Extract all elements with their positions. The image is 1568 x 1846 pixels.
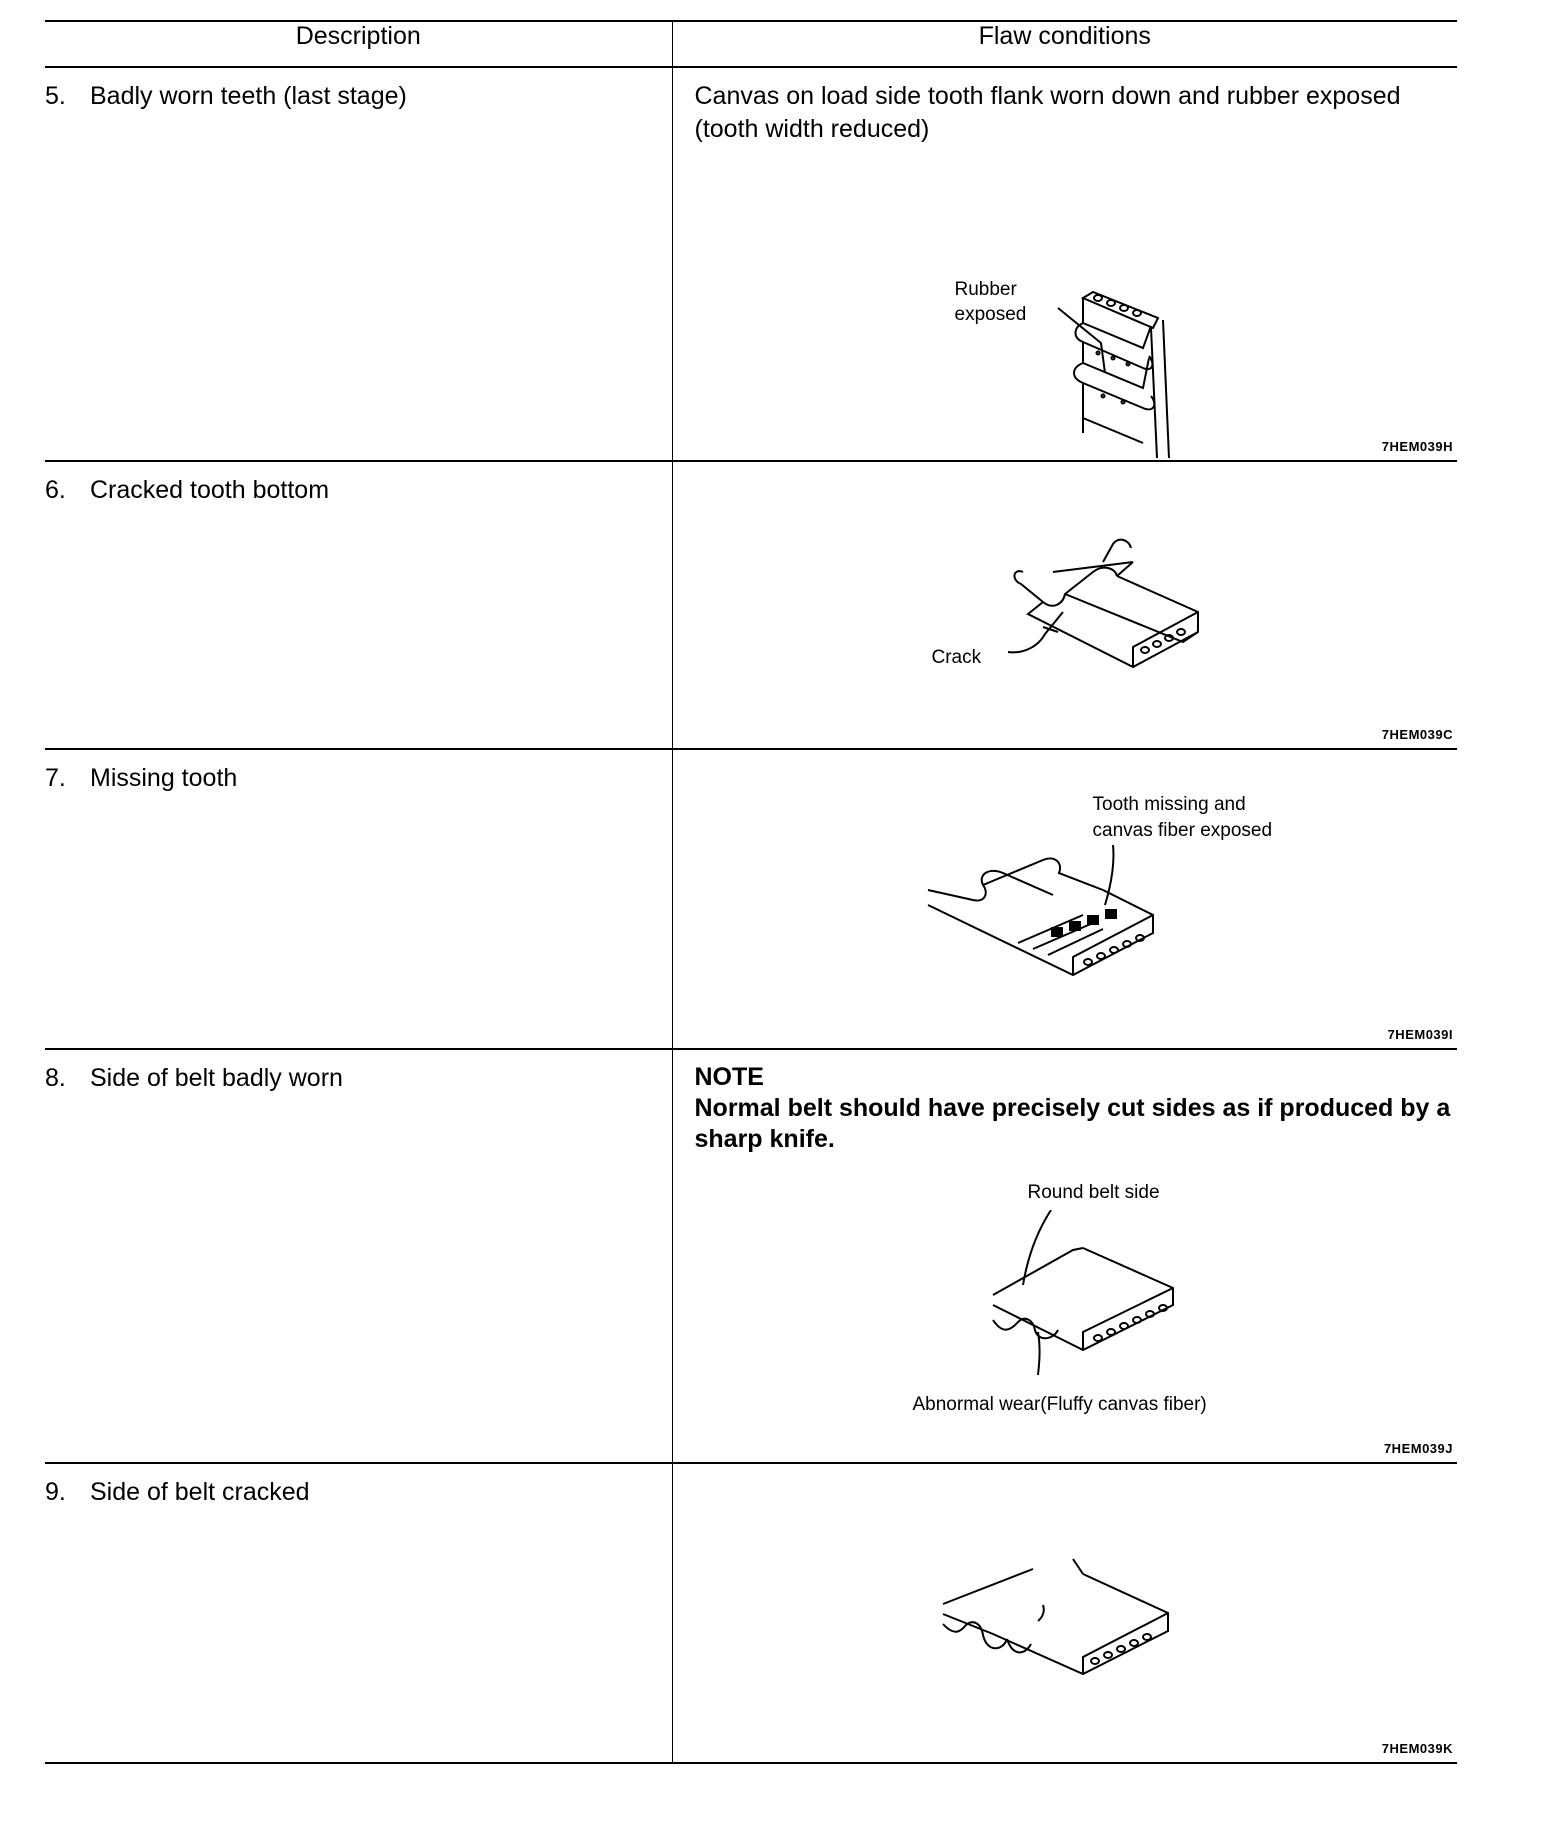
figure-code: 7HEM039C xyxy=(1381,727,1453,742)
figure-label: Rubber xyxy=(954,279,1017,300)
flaw-cell: Canvas on load side tooth flank worn dow… xyxy=(672,67,1457,461)
row-number: 7. xyxy=(45,764,66,792)
figure-label: Abnormal wear(Fluffy canvas fiber) xyxy=(912,1394,1207,1415)
figure-code: 7HEM039J xyxy=(1383,1441,1453,1456)
row-description: Cracked tooth bottom xyxy=(90,476,330,504)
header-flaw-conditions: Flaw conditions xyxy=(672,20,1457,68)
figure-label: exposed xyxy=(954,304,1027,325)
flaw-cell: Crack 7HEM039C xyxy=(672,461,1457,749)
figure-label: Tooth missing and xyxy=(1092,794,1246,815)
figure-code: 7HEM039I xyxy=(1387,1027,1453,1042)
table-row: 5. Badly worn teeth (last stage) Canvas … xyxy=(45,67,1457,461)
table-header-row: Description Flaw conditions xyxy=(45,20,1457,68)
description-cell: 8. Side of belt badly worn xyxy=(45,1049,673,1463)
row-number: 5. xyxy=(45,82,66,110)
row-description: Side of belt cracked xyxy=(90,1478,310,1506)
missing-tooth-belt-illustration-icon xyxy=(927,845,1154,977)
worn-belt-side-illustration-icon xyxy=(991,1210,1174,1376)
note-title: NOTE xyxy=(694,1063,764,1091)
figure-label: Crack xyxy=(931,647,982,668)
cracked-tooth-belt-illustration-icon xyxy=(1007,538,1199,669)
table-row: 8. Side of belt badly worn NOTE Normal b… xyxy=(45,1049,1457,1463)
flaw-cell: 7HEM039K xyxy=(672,1463,1457,1763)
figure-code: 7HEM039K xyxy=(1381,1741,1453,1756)
table-row: 9. Side of belt cracked 7HEM039 xyxy=(45,1463,1457,1763)
figure-label: Round belt side xyxy=(1027,1182,1160,1203)
cracked-belt-side-illustration-icon xyxy=(941,1558,1169,1676)
description-cell: 6. Cracked tooth bottom xyxy=(45,461,673,749)
figure-label: canvas fiber exposed xyxy=(1092,820,1273,841)
header-description: Description xyxy=(45,20,673,68)
row-description: Badly worn teeth (last stage) xyxy=(90,82,407,110)
row-number: 9. xyxy=(45,1478,66,1506)
flaw-cell: Tooth missing and canvas fiber exposed 7… xyxy=(672,749,1457,1049)
row-description: Side of belt badly worn xyxy=(90,1064,343,1092)
row-number: 6. xyxy=(45,476,66,504)
figure-code: 7HEM039H xyxy=(1381,439,1453,454)
table-row: 6. Cracked tooth bottom Crack xyxy=(45,461,1457,749)
condition-text: Canvas on load side tooth flank worn dow… xyxy=(694,82,1401,143)
belt-flaw-table: Description Flaw conditions 5. Badly wor… xyxy=(45,20,1457,1764)
flaw-cell: NOTE Normal belt should have precisely c… xyxy=(672,1049,1457,1463)
row-description: Missing tooth xyxy=(90,764,238,792)
note-text: Normal belt should have precisely cut si… xyxy=(694,1094,1451,1153)
row-number: 8. xyxy=(45,1064,66,1092)
worn-teeth-belt-illustration-icon xyxy=(1056,290,1170,458)
page: Description Flaw conditions 5. Badly wor… xyxy=(45,20,1457,1764)
description-cell: 9. Side of belt cracked xyxy=(45,1463,673,1763)
description-cell: 5. Badly worn teeth (last stage) xyxy=(45,67,673,461)
description-cell: 7. Missing tooth xyxy=(45,749,673,1049)
table-row: 7. Missing tooth Tooth missing and canva… xyxy=(45,749,1457,1049)
